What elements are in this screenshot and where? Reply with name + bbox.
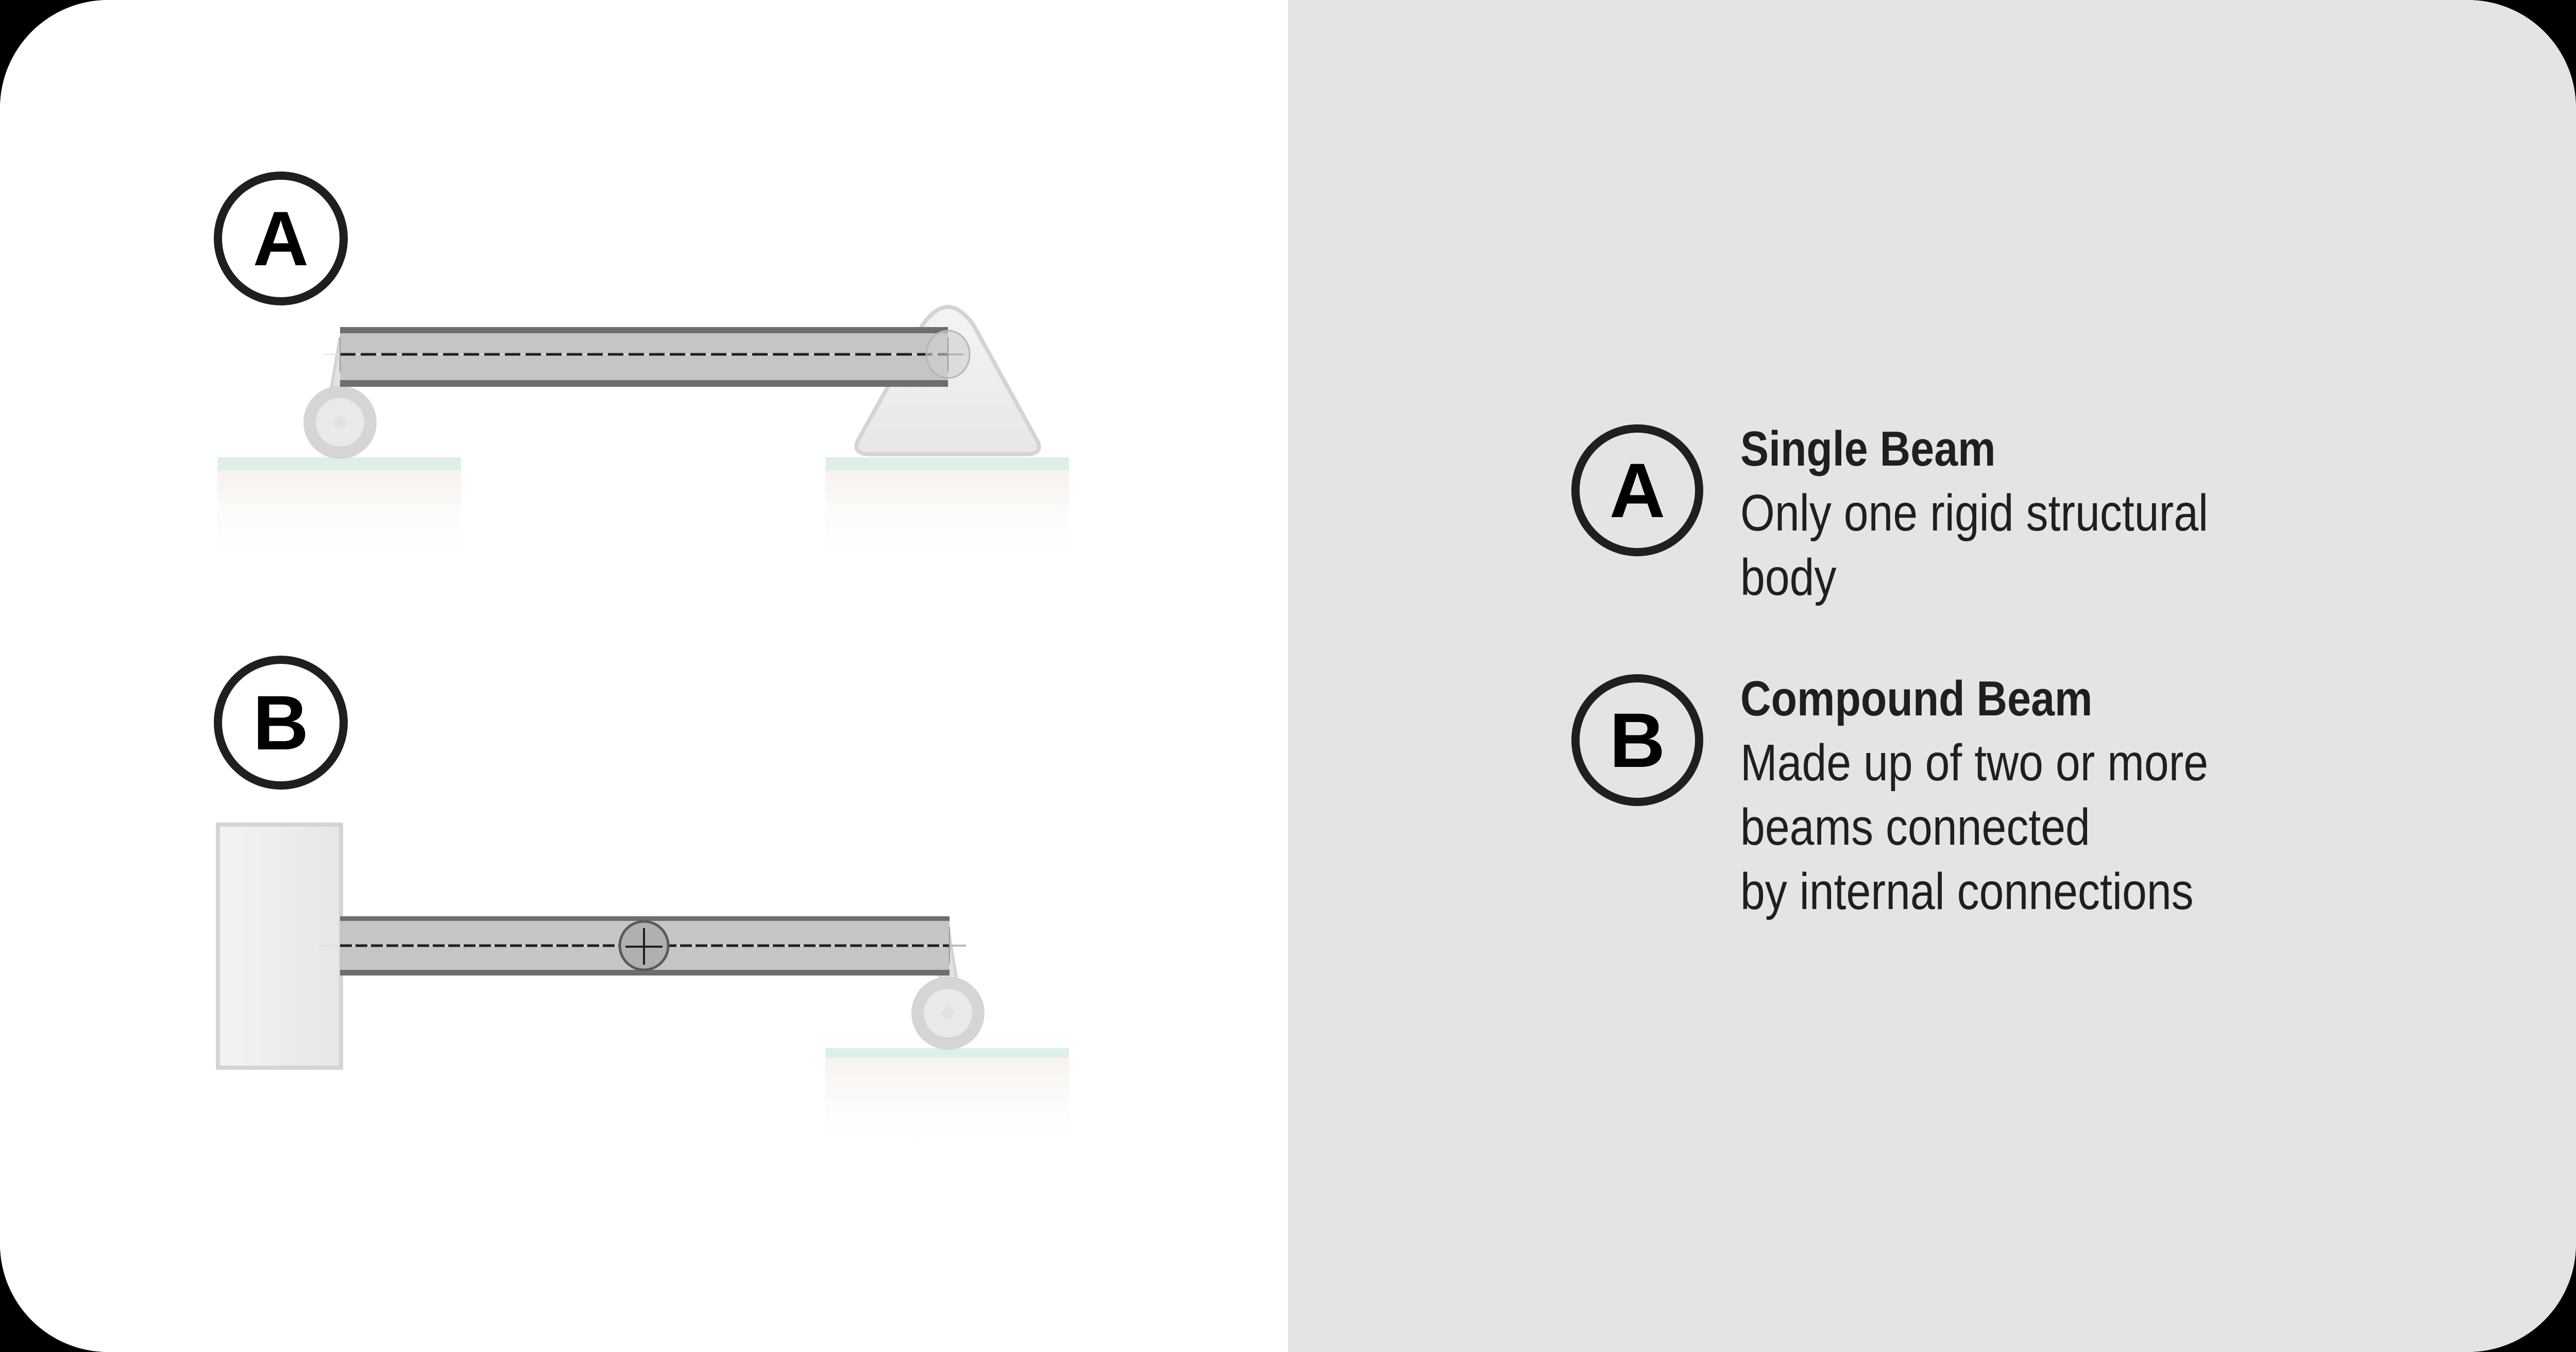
- legend-text: Single Beam Only one rigid structural bo…: [1740, 418, 2462, 609]
- badge-b: B: [214, 656, 348, 790]
- ground-a-right: [825, 457, 1069, 568]
- internal-hinge-icon: [618, 920, 670, 971]
- ground-b-right: [825, 1048, 1069, 1155]
- legend-panel: [1288, 0, 2576, 1352]
- legend-desc-line: by internal connections: [1740, 863, 2194, 920]
- badge-a-icon: A: [1571, 424, 1703, 556]
- ground-a-left: [217, 457, 461, 568]
- svg-text:B: B: [253, 679, 309, 766]
- badge-b-icon: B: [1571, 674, 1703, 806]
- legend-text: Compound Beam Made up of two or more bea…: [1740, 668, 2462, 923]
- badge-a: A: [214, 172, 348, 305]
- legend-desc-line: Made up of two or more: [1740, 734, 2209, 792]
- legend-desc-line: beams connected: [1740, 798, 2090, 856]
- svg-text:A: A: [253, 195, 309, 282]
- legend-desc-line: Only one rigid structural: [1740, 484, 2209, 542]
- beam-a: [325, 327, 971, 387]
- beam-diagrams: A: [214, 172, 1069, 1155]
- diagram-panel: A: [214, 172, 1069, 1155]
- legend-title: Single Beam: [1740, 421, 1996, 476]
- legend-desc-line: body: [1740, 549, 1837, 606]
- legend-title: Compound Beam: [1740, 671, 2093, 726]
